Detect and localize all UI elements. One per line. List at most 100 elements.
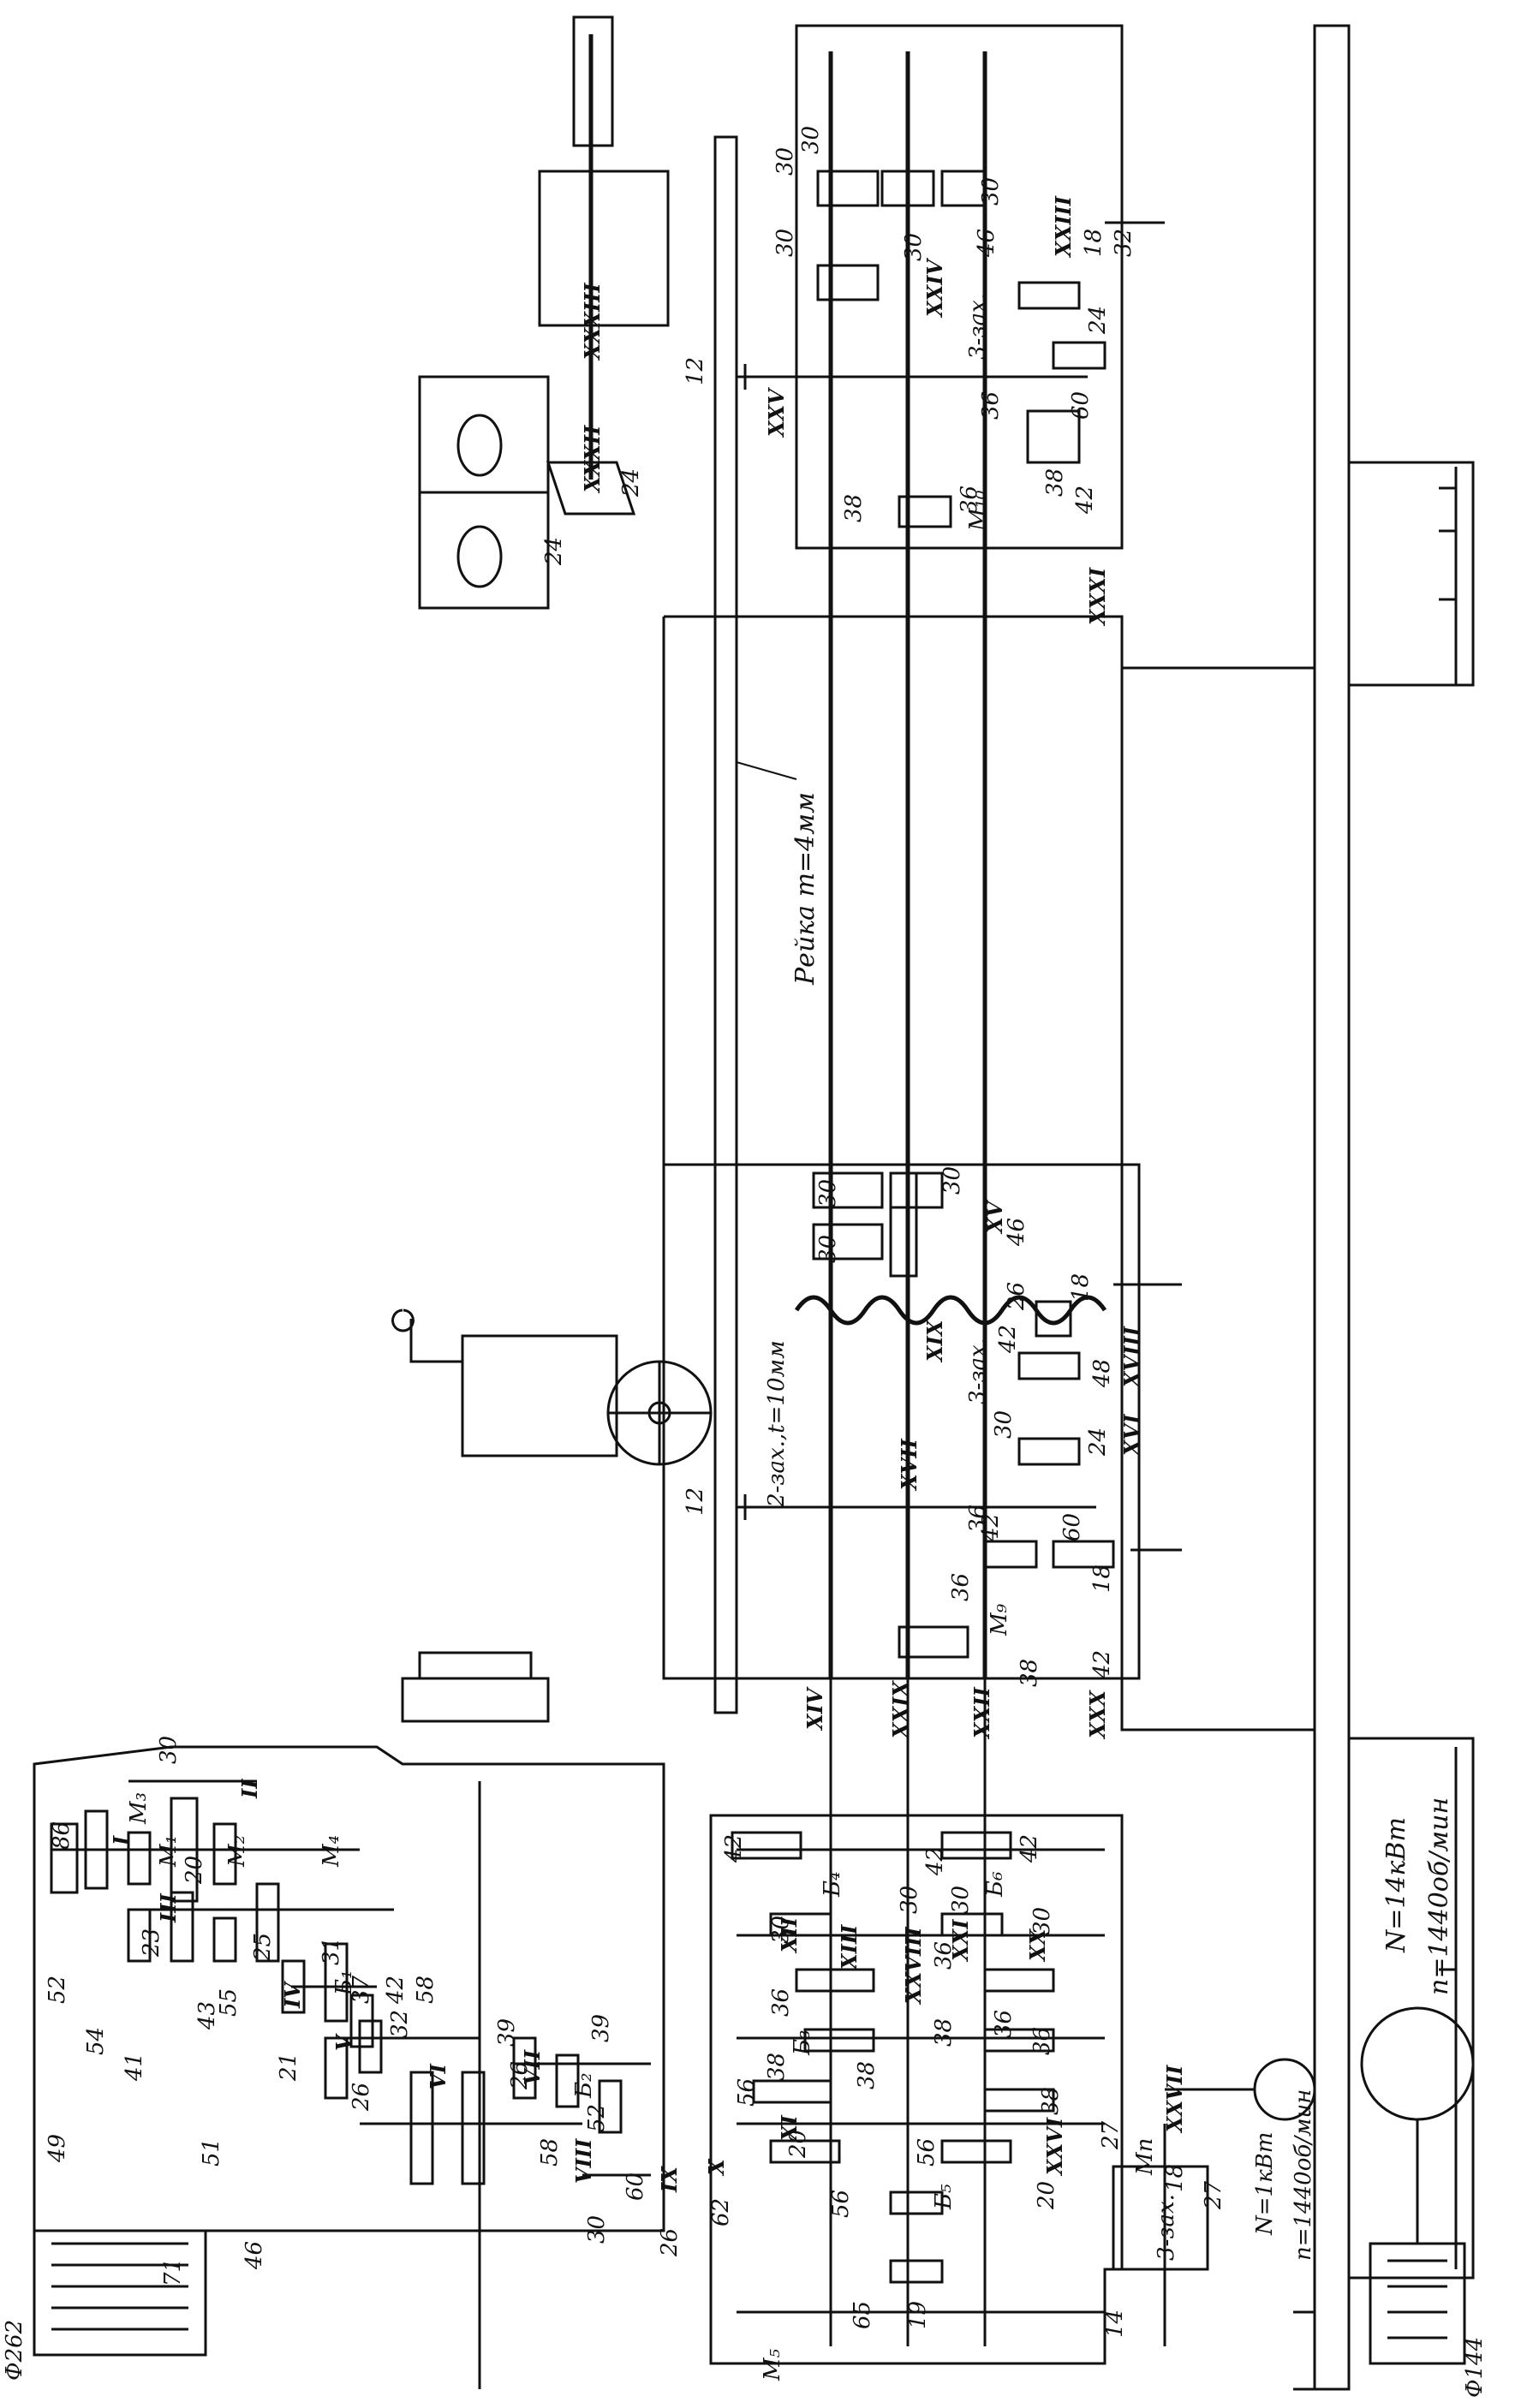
svg-text:30: 30 [1029, 1907, 1055, 1935]
bed-foot-left [1349, 1737, 1475, 2280]
svg-text:58: 58 [413, 1976, 438, 2004]
svg-text:XXX: XXX [1085, 1690, 1110, 1740]
svg-text:42: 42 [978, 1513, 1004, 1542]
bed-foot-right-detail [1439, 467, 1458, 685]
rear-teeth: 30 30 30 30 46 18 32 30 24 60 36 38 42 3… [541, 126, 1136, 566]
leadscrew-label: 2-зах.,t=10мм [764, 1340, 790, 1508]
rack-label-leader [736, 761, 797, 780]
svg-text:18: 18 [1068, 1273, 1094, 1302]
svg-text:VI: VI [426, 2063, 450, 2089]
svg-text:48: 48 [1089, 1359, 1115, 1388]
svg-text:37: 37 [349, 1975, 374, 2004]
svg-text:36: 36 [965, 1505, 991, 1533]
svg-text:18: 18 [1081, 229, 1107, 257]
svg-text:M₄: M₄ [319, 1835, 344, 1868]
svg-text:Б₁: Б₁ [331, 1970, 357, 1996]
svg-text:Б₂: Б₂ [571, 2072, 597, 2099]
mp-three-start-label: 3-зах. [1154, 2194, 1179, 2261]
svg-text:Mп: Mп [1132, 2138, 1158, 2176]
svg-text:XXVI: XXVI [1042, 2117, 1067, 2177]
svg-text:20: 20 [182, 1856, 207, 1885]
svg-text:30: 30 [901, 233, 927, 261]
svg-text:XXIII: XXIII [1051, 195, 1076, 259]
svg-text:39: 39 [494, 2018, 520, 2047]
svg-text:30: 30 [772, 147, 798, 176]
rear-three-start-label: 3-зах. [965, 293, 991, 360]
svg-text:52: 52 [584, 2104, 610, 2132]
svg-text:26: 26 [657, 2228, 683, 2257]
svg-text:M₃: M₃ [126, 1792, 152, 1825]
svg-text:14: 14 [1102, 2310, 1128, 2338]
svg-text:X: X [704, 2158, 729, 2177]
svg-text:30: 30 [156, 1736, 182, 1764]
svg-text:71: 71 [160, 2258, 186, 2286]
svg-text:51: 51 [199, 2138, 224, 2167]
svg-text:38: 38 [854, 2061, 880, 2089]
svg-text:M₅: M₅ [760, 2348, 785, 2381]
apron-three-start-label: 3-зах. [965, 1338, 991, 1404]
svg-text:42: 42 [1072, 486, 1098, 515]
svg-text:XXXIII: XXXIII [580, 283, 605, 361]
cross-slide [538, 170, 670, 327]
toolpost-knob-1 [456, 414, 503, 477]
svg-text:IV: IV [280, 1981, 305, 2009]
apron-handwheel-shaft [1113, 1283, 1182, 1552]
svg-text:IX: IX [657, 2166, 682, 2193]
chuck-face [418, 1651, 533, 1678]
svg-text:38: 38 [931, 2018, 957, 2047]
aux-motor-power: N=1кВт [1252, 2132, 1278, 2236]
svg-text:III: III [156, 1893, 181, 1923]
svg-text:XII: XII [777, 1916, 802, 1954]
svg-text:Б₅: Б₅ [931, 2184, 957, 2210]
svg-text:30: 30 [584, 2215, 610, 2244]
cross-screw-nut [572, 15, 614, 147]
svg-text:Б₃: Б₃ [790, 2030, 815, 2056]
rack-pinion-left: 12 [683, 1487, 708, 1516]
pulley-left-label: Ф262 [2, 2320, 27, 2381]
svg-text:25: 25 [250, 1933, 276, 1962]
pulley-left [33, 2229, 207, 2357]
svg-text:56: 56 [734, 2078, 760, 2107]
svg-text:21: 21 [276, 2053, 301, 2082]
bevel-gears [546, 461, 636, 516]
svg-text:38: 38 [1042, 468, 1068, 497]
svg-text:38: 38 [841, 494, 867, 522]
svg-text:XIII: XIII [837, 1924, 862, 1971]
svg-text:55: 55 [216, 1988, 242, 2017]
feedbox-teeth: 42 30 36 38 56 20 56 38 30 42 36 38 56 2… [584, 1834, 1226, 2338]
svg-text:62: 62 [708, 2198, 734, 2226]
svg-text:19: 19 [905, 2301, 931, 2329]
svg-text:30: 30 [798, 126, 824, 154]
rear-box [795, 24, 1124, 550]
svg-text:24: 24 [618, 468, 644, 498]
shaft-labels: I II III IV V VI VII VIII IX X XI XII XI… [109, 195, 1187, 2193]
aux-motor-speed: n=1440об/мин [1291, 2089, 1316, 2261]
svg-text:36: 36 [957, 486, 982, 514]
svg-text:36: 36 [768, 1988, 794, 2017]
svg-text:30: 30 [815, 1179, 841, 1207]
svg-text:18: 18 [1089, 1565, 1115, 1593]
svg-text:26: 26 [1004, 1282, 1029, 1311]
apron-box [662, 1163, 1141, 1680]
svg-text:M₉: M₉ [987, 1603, 1012, 1636]
svg-text:43: 43 [194, 2001, 220, 2030]
svg-text:XXVIII: XXVIII [901, 1927, 926, 2006]
toolpost-body [461, 1334, 618, 1457]
svg-text:20: 20 [785, 2130, 811, 2159]
svg-text:XVII: XVII [897, 1439, 922, 1492]
rack-pinion-right: 12 [683, 357, 708, 385]
svg-text:XVI: XVI [1119, 1414, 1144, 1457]
svg-text:46: 46 [242, 2241, 267, 2270]
svg-text:30: 30 [940, 1166, 965, 1195]
svg-text:M₁: M₁ [156, 1835, 182, 1868]
svg-text:38: 38 [1038, 2087, 1064, 2115]
svg-text:36: 36 [991, 2010, 1017, 2038]
svg-text:30: 30 [768, 1916, 794, 1944]
main-motor-power: N=14кВт [1381, 1817, 1411, 1953]
svg-text:30: 30 [815, 1235, 841, 1263]
svg-text:M₁₀: M₁₀ [965, 490, 991, 532]
svg-text:Б₆: Б₆ [982, 1871, 1008, 1898]
svg-text:30: 30 [991, 1410, 1017, 1439]
svg-text:39: 39 [588, 2014, 614, 2042]
svg-text:36: 36 [1029, 2027, 1055, 2055]
